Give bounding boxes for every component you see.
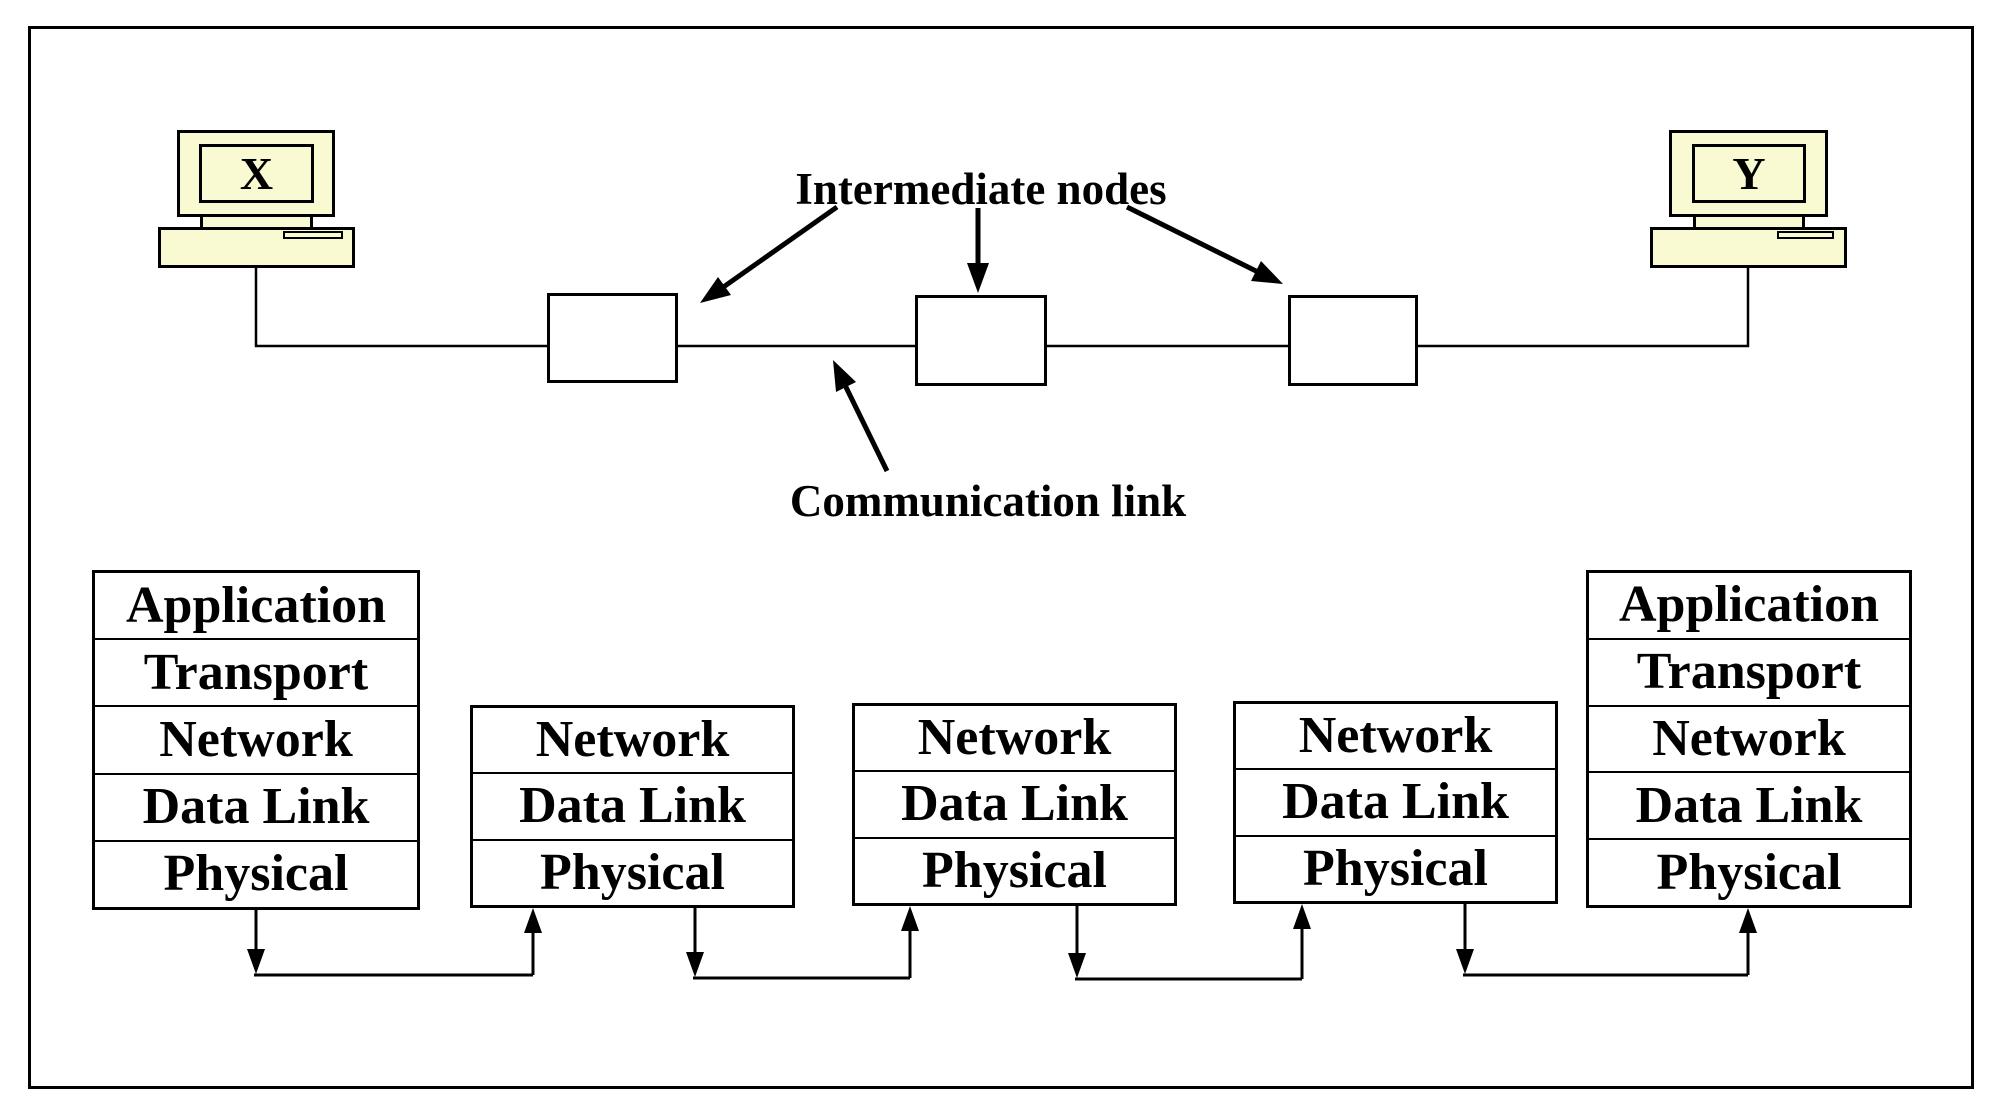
layer-row: Physical bbox=[1236, 834, 1555, 901]
layer-row: Application bbox=[125, 576, 387, 634]
layer-row: Transport bbox=[95, 638, 417, 705]
layer-row: Network bbox=[917, 709, 1112, 767]
stack-connector-3 bbox=[1068, 904, 1311, 981]
layer-row: Application bbox=[1618, 576, 1880, 634]
layer-row: Transport bbox=[1589, 637, 1909, 705]
host-y-label: Y bbox=[1732, 147, 1766, 199]
layer-row: Data Link bbox=[473, 772, 792, 838]
communication-link-label: Communication link bbox=[789, 476, 1187, 526]
stack-connector-1 bbox=[247, 908, 542, 977]
stack-connector-4 bbox=[1456, 904, 1757, 977]
host-x-screen: X bbox=[199, 144, 314, 203]
layer-row: Data Link bbox=[1236, 768, 1555, 834]
layer-row: Data Link bbox=[1589, 771, 1909, 838]
host-x-monitor-stand bbox=[200, 215, 313, 229]
protocol-stack-node-3: Network Data Link Physical bbox=[1233, 701, 1558, 904]
protocol-stack-node-2: Network Data Link Physical bbox=[852, 703, 1177, 906]
intermediate-node-box-2 bbox=[915, 295, 1047, 386]
layer-row: Network bbox=[1589, 704, 1909, 772]
stack-connector-2 bbox=[686, 906, 919, 980]
host-x-label: X bbox=[239, 147, 274, 199]
layer-row: Network bbox=[95, 705, 417, 772]
communication-link-arrow bbox=[833, 360, 890, 473]
layer-row: Physical bbox=[473, 838, 792, 905]
layer-row: Network bbox=[1298, 707, 1493, 765]
host-y-disk-slot bbox=[1777, 231, 1834, 239]
layer-row: Physical bbox=[855, 836, 1174, 903]
layer-row: Physical bbox=[1589, 838, 1909, 905]
outer-frame bbox=[28, 26, 1974, 1089]
host-x-disk-slot bbox=[283, 231, 343, 239]
intermediate-nodes-label: Intermediate nodes bbox=[795, 164, 1167, 214]
layer-row: Network bbox=[535, 711, 730, 769]
layer-row: Physical bbox=[95, 839, 417, 907]
protocol-stack-host-y: Application Transport Network Data Link … bbox=[1586, 570, 1912, 908]
intermediate-node-box-1 bbox=[547, 293, 678, 383]
host-x-base bbox=[158, 227, 355, 268]
intermediate-nodes-arrows bbox=[700, 204, 1283, 303]
host-y-screen: Y bbox=[1692, 144, 1806, 203]
protocol-stack-node-1: Network Data Link Physical bbox=[470, 705, 795, 908]
protocol-stack-host-x: Application Transport Network Data Link … bbox=[92, 570, 420, 910]
layer-row: Data Link bbox=[95, 772, 417, 840]
intermediate-node-box-3 bbox=[1288, 295, 1418, 386]
host-y-monitor-stand bbox=[1693, 215, 1805, 229]
layer-row: Data Link bbox=[855, 770, 1174, 836]
